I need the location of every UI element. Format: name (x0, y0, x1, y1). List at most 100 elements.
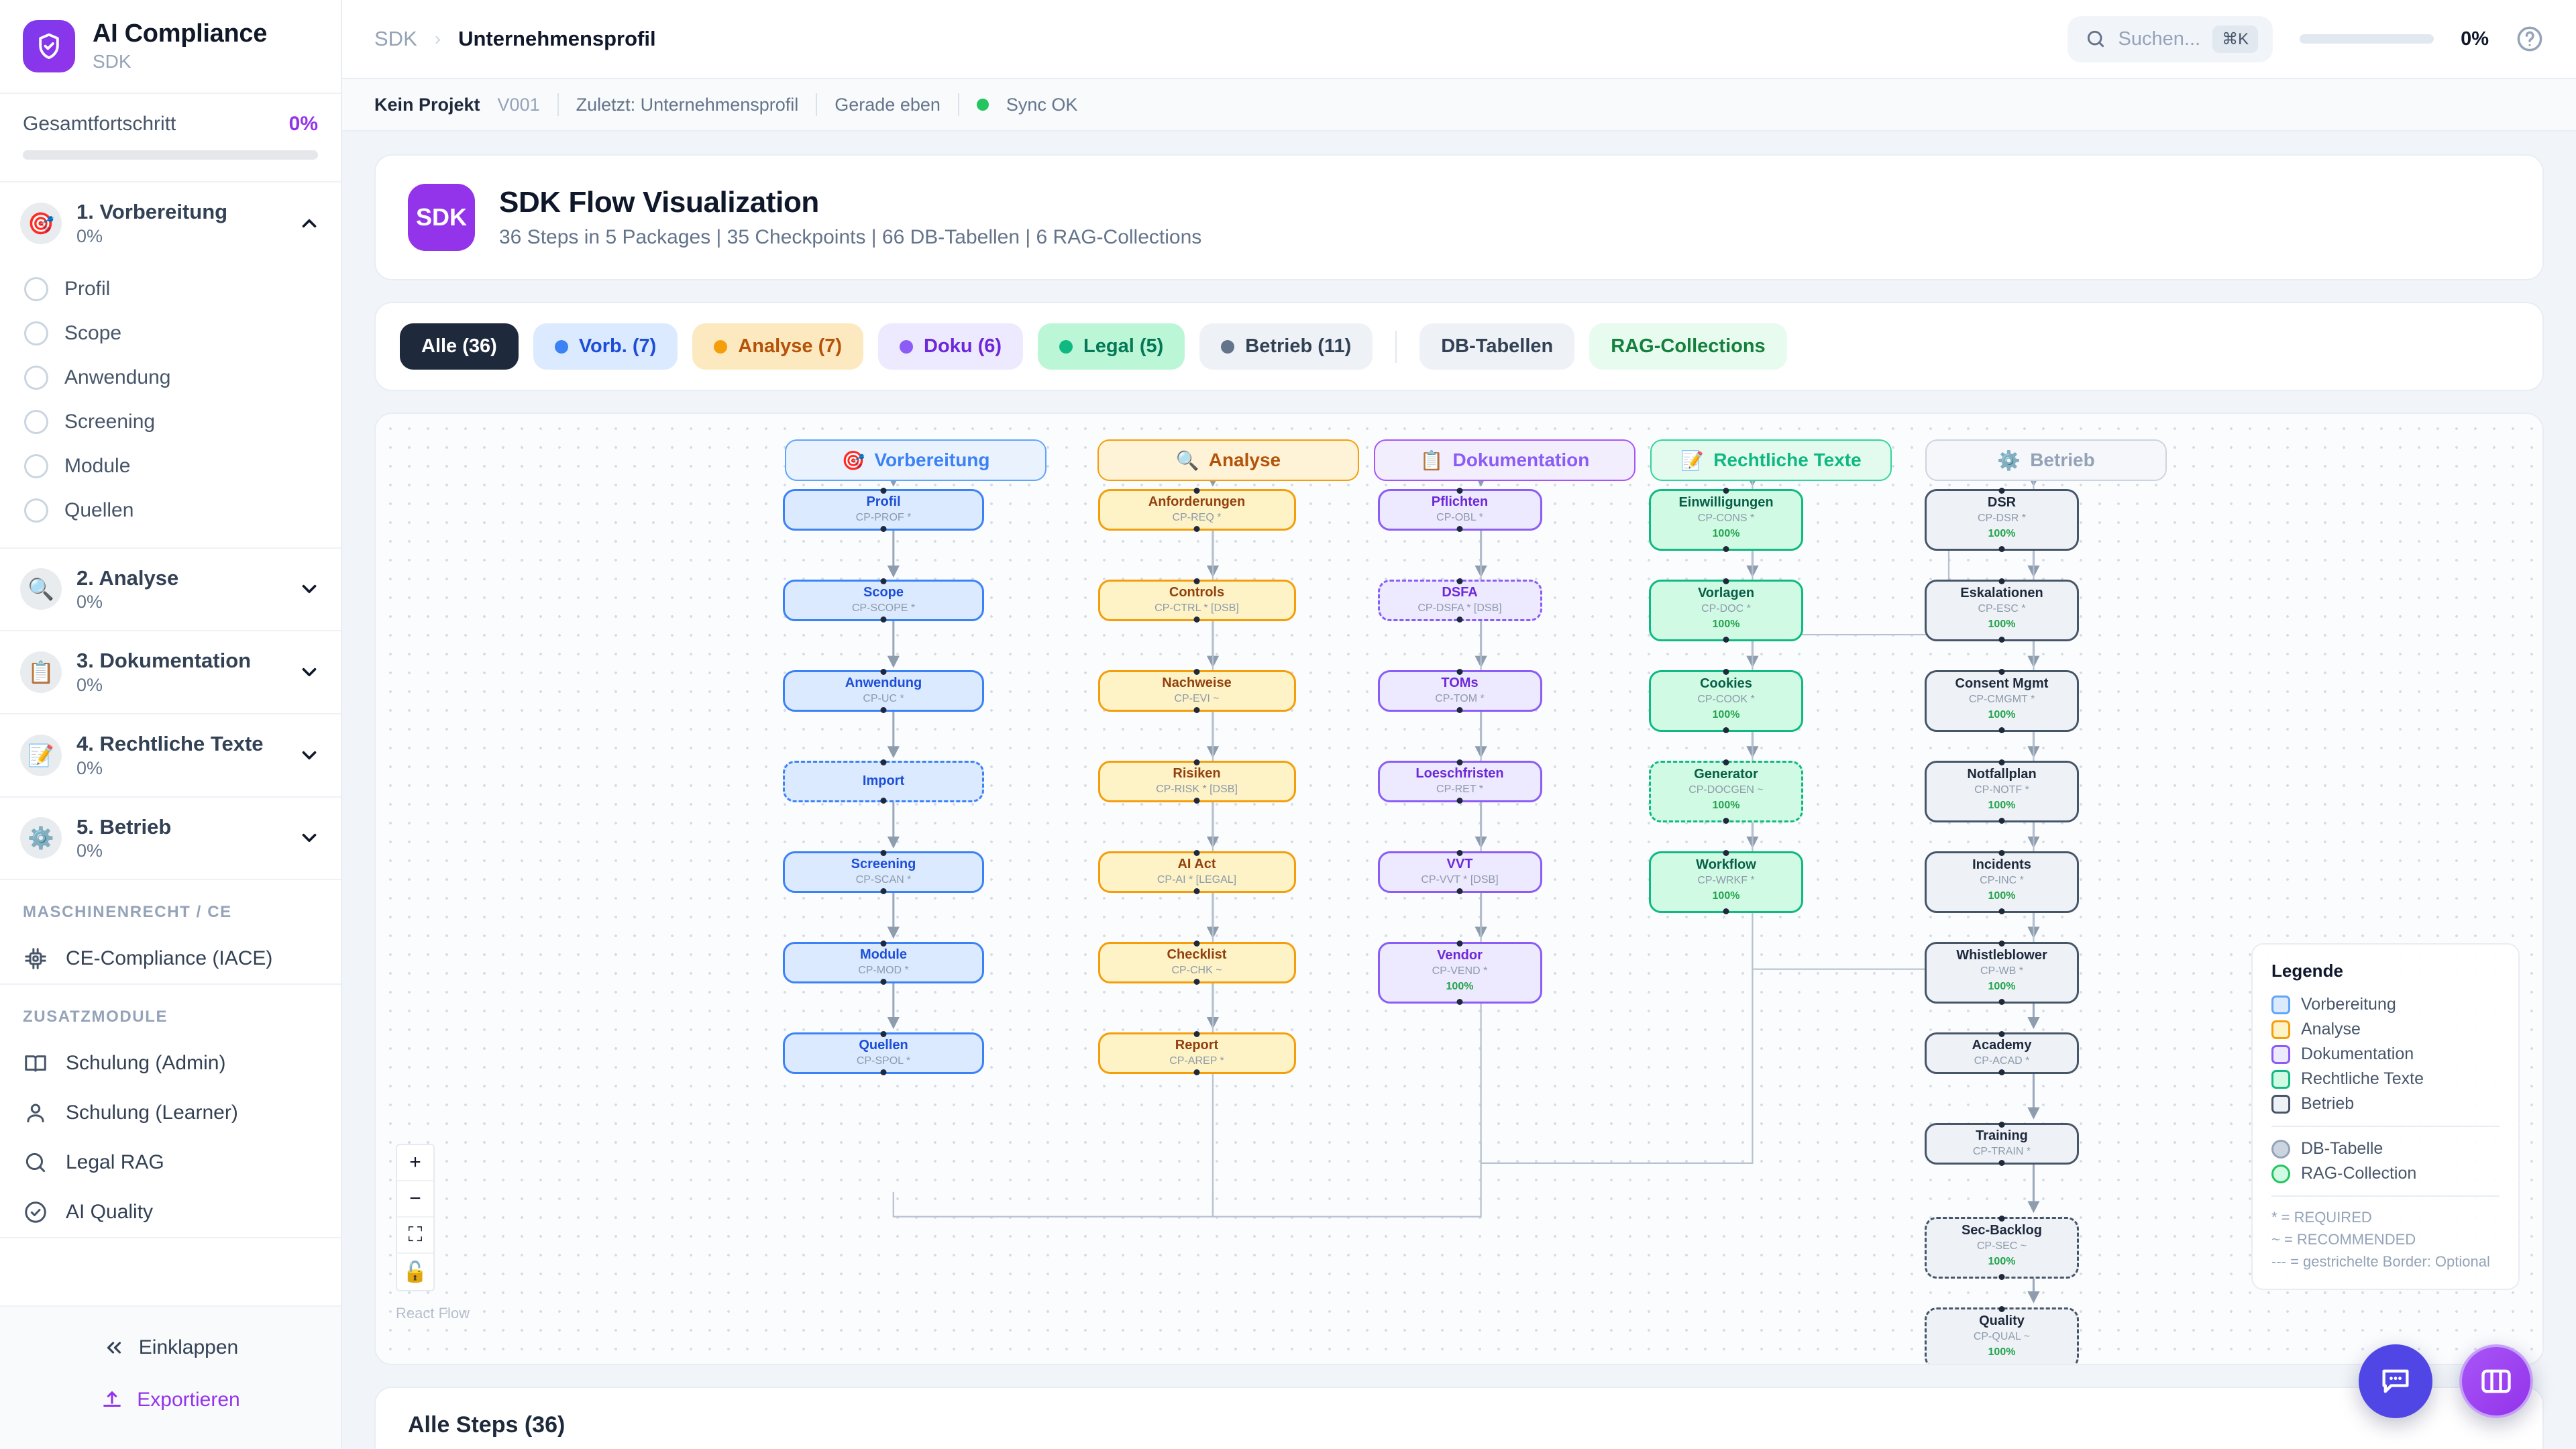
chevrons-left-icon (103, 1336, 125, 1359)
sidebar-item-scope[interactable]: Scope (0, 311, 341, 356)
step-status-radio[interactable] (24, 453, 48, 478)
lock-icon[interactable]: 🔓 (402, 1260, 428, 1283)
filter-chip-legal-5[interactable]: Legal (5) (1038, 323, 1185, 370)
sidebar-item-ce-compliance-iace[interactable]: CE-Compliance (IACE) (0, 934, 341, 983)
overall-progress-label: Gesamtfortschritt (23, 113, 176, 135)
sidebar-item-legal-rag[interactable]: Legal RAG (0, 1138, 341, 1187)
chevron-down-icon[interactable] (298, 661, 321, 684)
sidebar-item-module[interactable]: Module (0, 444, 341, 488)
filter-chip-vorb-7[interactable]: Vorb. (7) (533, 323, 678, 370)
sidebar-item-schulung-learner[interactable]: Schulung (Learner) (0, 1088, 341, 1138)
collapse-sidebar-button[interactable]: Einklappen (0, 1322, 341, 1374)
flow-controls[interactable]: +−⛶ 🔓 (396, 1144, 435, 1291)
filter-chip-analyse-7[interactable]: Analyse (7) (692, 323, 864, 370)
step-status-radio[interactable] (24, 321, 48, 345)
chip-label: Alle (36) (421, 335, 497, 357)
chevron-up-icon[interactable] (298, 212, 321, 235)
breadcrumb-root[interactable]: SDK (374, 27, 417, 50)
chevron-down-icon[interactable] (298, 826, 321, 849)
node-handle-top (1998, 488, 2005, 494)
filter-chip-doku-6[interactable]: Doku (6) (878, 323, 1024, 370)
step-status-radio[interactable] (24, 409, 48, 434)
search-input[interactable]: Suchen... ⌘K (2067, 15, 2273, 62)
zoom-out-icon[interactable]: − (397, 1181, 433, 1218)
step-status-radio[interactable] (24, 498, 48, 523)
filter-chip-alle-36[interactable]: Alle (36) (400, 323, 519, 370)
sidebar-item-schulung-admin[interactable]: Schulung (Admin) (0, 1038, 341, 1088)
flow-node-import[interactable]: Import (783, 759, 984, 804)
filter-chip-db-tabellen[interactable]: DB-Tabellen (1419, 323, 1575, 370)
node-handle-bottom (1998, 727, 2005, 733)
sidebar-item-screening[interactable]: Screening (0, 400, 341, 444)
node-handle-top (1998, 1122, 2005, 1128)
filter-chip-rag-collections[interactable]: RAG-Collections (1589, 323, 1787, 370)
node-handle-bottom (1998, 1069, 2005, 1075)
sidebar-item-anwendung[interactable]: Anwendung (0, 356, 341, 400)
zoom-in-icon[interactable]: + (397, 1145, 433, 1181)
step-status-radio[interactable] (24, 276, 48, 301)
fit-view-icon[interactable]: ⛶ (397, 1218, 433, 1254)
export-button[interactable]: Exportieren (0, 1374, 341, 1426)
sidebar-item-quellen[interactable]: Quellen (0, 488, 341, 533)
question-circle-icon[interactable] (2516, 25, 2544, 53)
chip-color-dot (714, 339, 728, 354)
sidebar-item-ai-quality[interactable]: AI Quality (0, 1187, 341, 1237)
node-checkpoint: CP-COOK * (1697, 693, 1755, 705)
chevron-down-icon[interactable] (298, 744, 321, 767)
phase-emoji-icon: 🎯 (20, 202, 62, 244)
sidebar-item-profil[interactable]: Profil (0, 267, 341, 311)
filter-chip-betrieb-11[interactable]: Betrieb (11) (1199, 323, 1373, 370)
panel-fab[interactable] (2459, 1344, 2533, 1418)
node-handle-bottom (1193, 888, 1200, 894)
node-handle-bottom (1456, 798, 1463, 804)
step-status-radio[interactable] (24, 365, 48, 390)
chevron-down-icon[interactable] (298, 578, 321, 600)
node-handle-bottom (880, 979, 887, 985)
chat-fab[interactable] (2359, 1344, 2432, 1418)
node-title: VVT (1446, 857, 1473, 872)
flow-canvas[interactable]: 🎯Vorbereitung🔍Analyse📋Dokumentation📝Rech… (374, 413, 2544, 1365)
legend-swatch (2271, 1094, 2290, 1114)
